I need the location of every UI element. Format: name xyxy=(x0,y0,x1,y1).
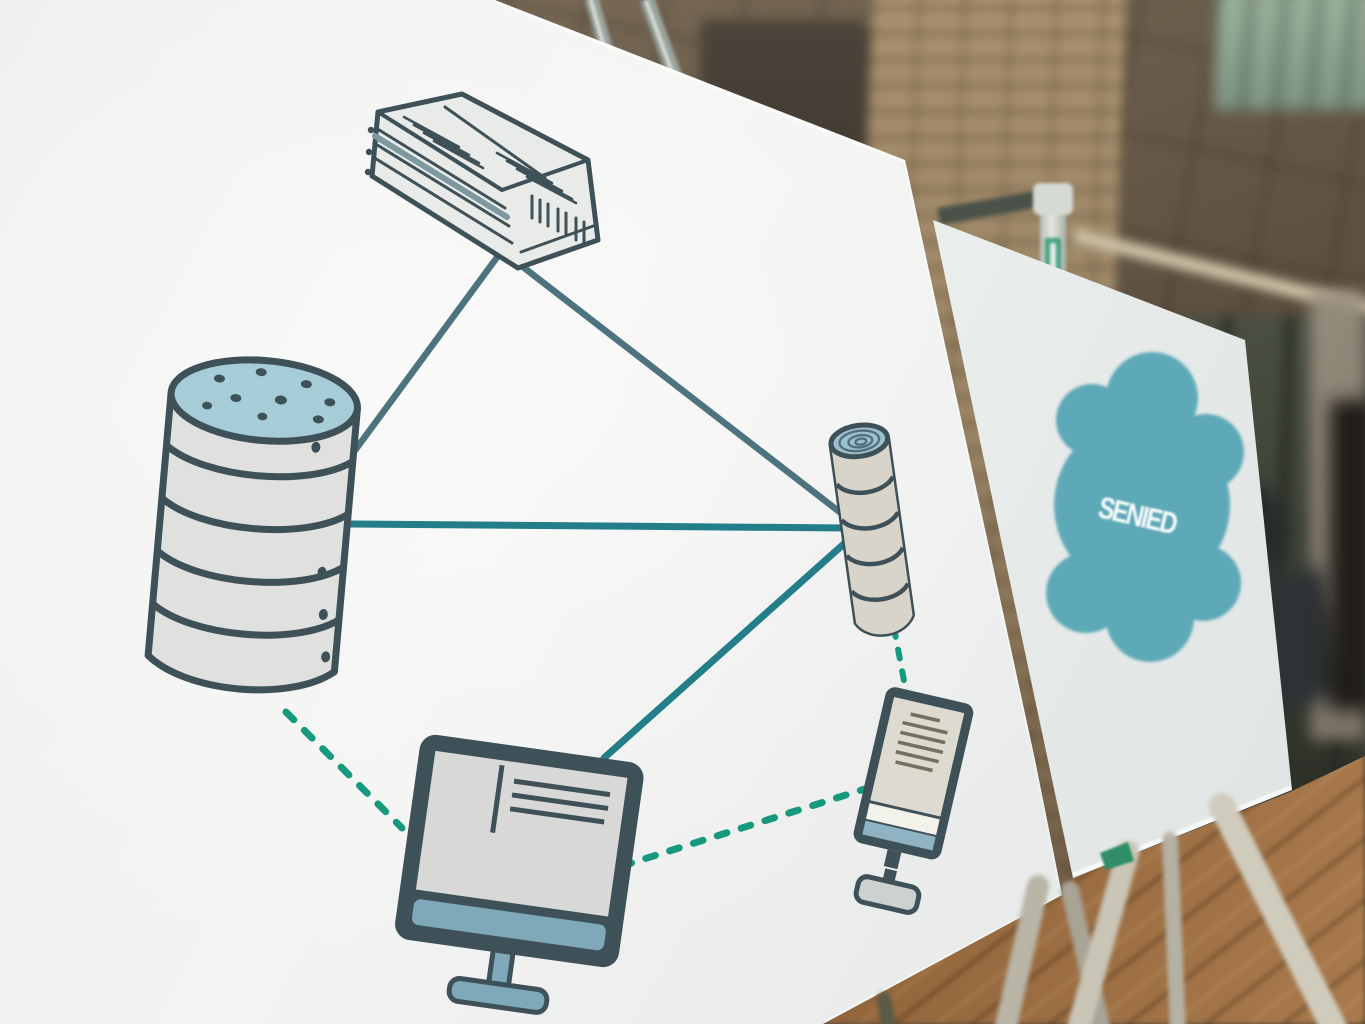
stack-of-newspapers-icon xyxy=(364,91,601,271)
cloud-icon xyxy=(1046,352,1244,662)
link-documents-roll xyxy=(510,256,854,524)
link-database-roll xyxy=(346,520,852,532)
small-monitor-icon xyxy=(853,687,974,915)
dashed-link-monitor-terminal xyxy=(618,784,872,870)
rolled-document-icon xyxy=(828,422,915,638)
background-person xyxy=(1330,400,1365,710)
glass-building xyxy=(1215,0,1365,110)
desktop-monitor-icon xyxy=(395,734,644,1015)
link-monitor-roll xyxy=(600,538,850,762)
database-cylinder-icon xyxy=(144,356,361,694)
easel-clamp-cap xyxy=(1033,183,1073,215)
board-edge xyxy=(494,0,1062,1024)
dashed-link-roll-terminal xyxy=(891,625,908,689)
link-documents-database xyxy=(338,252,502,472)
dashed-link-database-monitor xyxy=(282,708,406,832)
